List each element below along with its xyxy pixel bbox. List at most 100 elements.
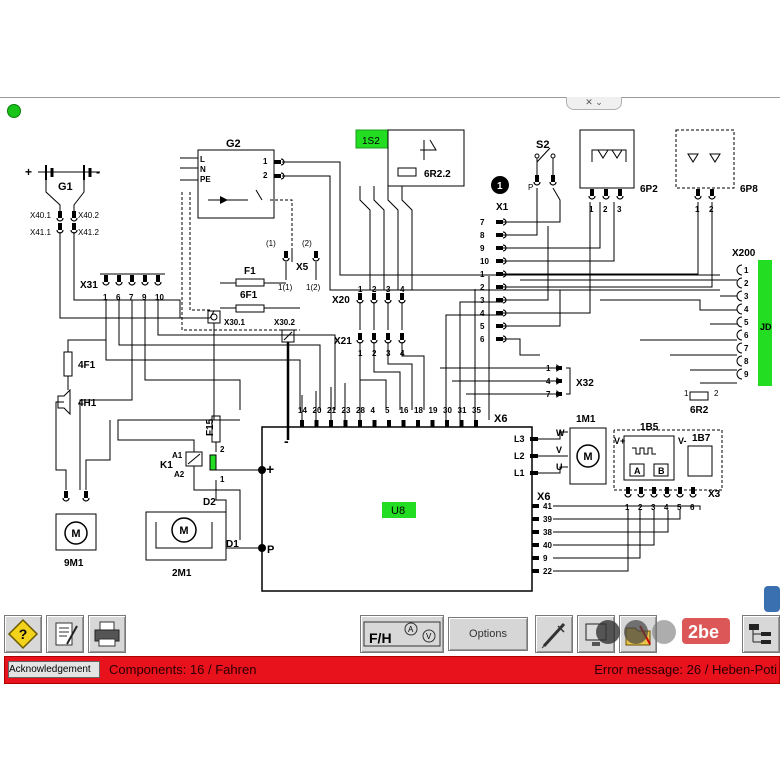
k1-label: K1	[160, 460, 173, 471]
wire	[193, 466, 241, 540]
notes-button[interactable]	[46, 615, 84, 653]
diagram-label: L2	[514, 451, 525, 461]
m2m1-label: 2M1	[172, 568, 192, 579]
x31-terminal	[156, 275, 160, 282]
x1-terminal	[502, 257, 507, 265]
diagram-label: 2	[714, 389, 719, 398]
diagram-label: 6	[480, 335, 485, 344]
diode-icon	[220, 196, 228, 204]
acknowledgement-button[interactable]: Acknowledgement	[8, 661, 100, 678]
x200-terminal	[736, 303, 743, 315]
x1-terminal	[496, 324, 503, 328]
diagram-label: X41.2	[78, 228, 99, 237]
x6-side-terminal	[532, 530, 539, 534]
wire	[189, 192, 210, 311]
x1-terminal	[496, 246, 503, 250]
b1b7-label: 1B7	[692, 433, 711, 444]
x40-terminal	[58, 211, 62, 218]
x1-badge-icon	[491, 176, 509, 194]
wire	[553, 510, 681, 520]
wire	[553, 510, 641, 559]
scroll-handle[interactable]	[764, 586, 780, 612]
x200-label: X200	[732, 248, 756, 259]
m1m1-label: 1M1	[576, 414, 596, 425]
m9m1-terminal	[82, 497, 90, 502]
p6p8-terminal	[696, 189, 700, 196]
x32-terminal	[556, 366, 562, 370]
diagram-label: 9	[142, 293, 147, 302]
u8-badge	[382, 502, 416, 518]
x31-terminal	[141, 281, 149, 286]
diagram-label: 9	[744, 370, 749, 379]
wire	[503, 202, 713, 288]
wire	[503, 226, 549, 301]
diagram-label: 19	[429, 406, 438, 415]
x41-terminal	[70, 229, 78, 234]
wire	[359, 186, 371, 290]
diagram-label: B	[658, 466, 665, 476]
x1-terminal	[502, 335, 507, 343]
b1b5-port	[629, 463, 645, 477]
diagram-label: X40.2	[78, 211, 99, 220]
wire	[401, 342, 425, 410]
components	[45, 129, 772, 592]
f4f1-label: 4F1	[78, 360, 96, 371]
x31-terminal	[154, 281, 162, 286]
diagram-label: 1	[744, 266, 749, 275]
probe-button[interactable]	[535, 615, 573, 653]
diagram-label: 5	[385, 406, 390, 415]
diagram-label: A1	[172, 451, 183, 460]
print-button[interactable]	[88, 615, 126, 653]
collapse-toggle-button[interactable]: ✕ ⌄	[566, 97, 622, 110]
wire	[255, 189, 263, 201]
status-led-icon	[7, 104, 21, 118]
options-button[interactable]: Options	[448, 617, 528, 651]
function-help-button[interactable]: F/H A V	[360, 615, 444, 653]
wire	[155, 522, 213, 549]
diagram-label: P	[528, 183, 533, 192]
x20-terminal	[386, 293, 390, 300]
x31-terminal	[143, 275, 147, 282]
diagram-label: N	[200, 165, 206, 174]
encoder-icon	[632, 447, 656, 455]
terminal	[535, 175, 539, 182]
x6-side-terminal	[532, 517, 539, 521]
diagram-label: 10	[155, 293, 164, 302]
x200-terminal	[736, 290, 743, 302]
x41-terminal	[56, 229, 64, 234]
wire	[503, 202, 615, 262]
diagram-label: 18	[414, 406, 423, 415]
motor-icon	[171, 517, 197, 543]
error-message: Error message: 26 / Heben-Poti	[594, 662, 777, 677]
x30-2-connector	[283, 331, 293, 341]
diagram-label: 1	[358, 285, 363, 294]
x20-terminal	[356, 299, 364, 304]
x32-terminal	[556, 379, 562, 383]
wire	[553, 505, 701, 510]
s1s2-box	[387, 129, 465, 187]
diagram-label: PE	[200, 175, 211, 184]
x32-terminal	[556, 392, 562, 396]
led-icon	[709, 153, 721, 163]
x1-terminal	[502, 218, 507, 226]
x31-label: X31	[80, 280, 98, 291]
help-button[interactable]: ?	[4, 615, 42, 653]
x6-terminal	[358, 420, 362, 427]
p6p8-label: 6P8	[740, 184, 758, 195]
diagram-label: 1	[684, 389, 689, 398]
x6-side-terminal	[532, 556, 539, 560]
tree-view-button[interactable]	[742, 615, 780, 653]
diagram-label: 1	[358, 349, 363, 358]
diagram-label: 2	[744, 279, 749, 288]
x6-terminal	[430, 420, 435, 427]
x21-label: X21	[334, 336, 352, 347]
terminal	[274, 174, 281, 178]
wire	[79, 300, 133, 490]
m9m1-label: 9M1	[64, 558, 84, 569]
diagram-label: L3	[514, 434, 525, 444]
terminal	[274, 160, 281, 164]
x6-terminal	[459, 420, 464, 427]
x3-terminal	[676, 493, 684, 498]
led-icon	[687, 153, 699, 163]
